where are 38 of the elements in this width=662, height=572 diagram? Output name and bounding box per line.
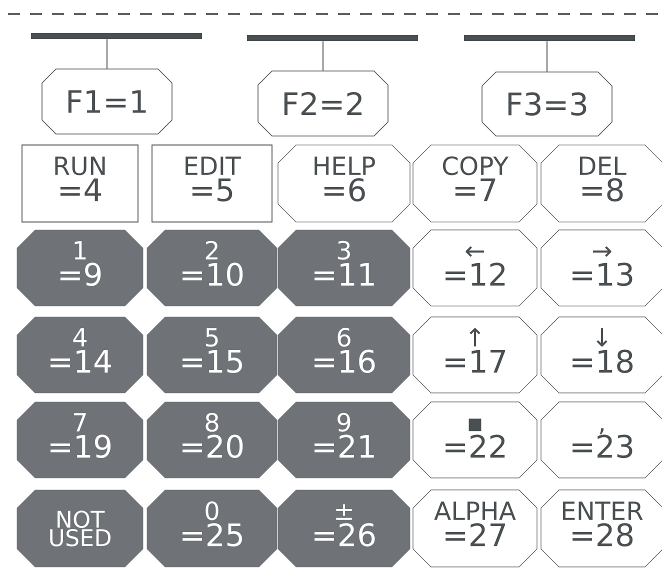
function-key: F3=3 [482, 72, 612, 136]
key: 5 =15 [146, 316, 278, 394]
key: 6 =16 [278, 316, 410, 394]
key: 0 =25 [146, 490, 278, 568]
key: EDIT =5 [152, 144, 272, 222]
key: 4 =14 [16, 316, 144, 394]
key: HELP =6 [278, 144, 410, 222]
key: ALPHA =27 [412, 490, 538, 568]
key: 3 =11 [278, 230, 410, 306]
node-label: =26 [314, 523, 375, 547]
key: 9 =21 [278, 402, 410, 478]
key: ± =26 [278, 490, 410, 568]
key: ENTER =28 [540, 490, 662, 568]
key: RUN =4 [22, 144, 138, 222]
key: → =13 [540, 230, 662, 306]
node-label: 0 [206, 501, 218, 520]
key: 8 =20 [146, 402, 278, 478]
function-key: F1=1 [42, 68, 172, 134]
key: ↑ =17 [412, 316, 538, 394]
key: NOT USED [16, 490, 144, 568]
key: ▪ =22 [412, 402, 538, 478]
bar [31, 33, 202, 39]
key: 2 =10 [146, 230, 278, 306]
key: 7 =19 [16, 402, 144, 478]
key: , =23 [540, 402, 662, 478]
function-key: F2=2 [258, 70, 388, 136]
connector-line [546, 40, 548, 72]
key: 1 =9 [16, 230, 144, 306]
key: ← =12 [412, 230, 538, 306]
connector-line [322, 40, 324, 72]
key: ↓ =18 [540, 316, 662, 394]
connector-line [106, 38, 108, 70]
bar [247, 35, 418, 41]
key: COPY =7 [412, 144, 538, 222]
bar [464, 35, 635, 41]
node-label: ± [336, 504, 352, 520]
key: DEL =8 [540, 144, 662, 222]
node-label: =25 [182, 523, 242, 547]
